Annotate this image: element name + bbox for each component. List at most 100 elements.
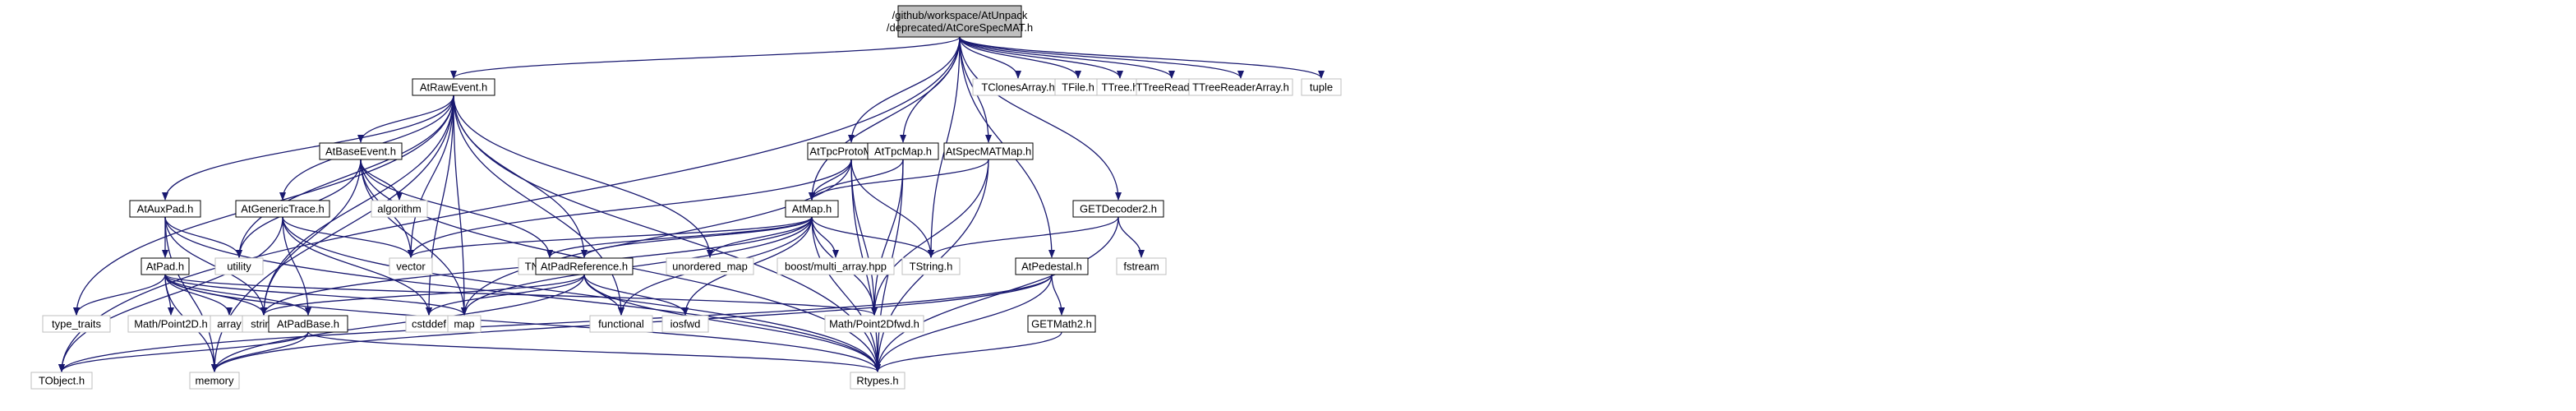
node-atmap-h[interactable]: AtMap.h: [785, 200, 839, 218]
node-box: [214, 257, 264, 275]
node-tstring-h: TString.h: [901, 257, 961, 275]
node-label: TFile.h: [1062, 81, 1094, 94]
edge-atpad-h-to-map: [164, 274, 468, 316]
node-boost-multi-array-hpp: boost/multi_array.hpp: [776, 257, 895, 275]
node-vector: vector: [389, 257, 433, 275]
node-label: iosfwd: [670, 318, 701, 330]
node-label: GETMath2.h: [1031, 318, 1092, 330]
edge-atcorespecmat-h-to-tuple: [959, 36, 1325, 79]
edge-atpad-h-to-math-point2dfwd-h: [164, 274, 878, 316]
edge-attpcmap-h-to-math-point2dfwd-h: [871, 159, 904, 316]
node-label: Math/Point2Dfwd.h: [829, 318, 919, 330]
node-tuple: tuple: [1301, 78, 1342, 96]
node-label: cstddef: [412, 318, 446, 330]
edge-atbaseevent-h-to-string: [260, 159, 362, 316]
node-label: boost/multi_array.hpp: [785, 261, 887, 273]
node-atauxpad-h[interactable]: AtAuxPad.h: [129, 200, 201, 218]
edge-atcorespecmat-h-to-tclonesarray-h: [959, 36, 1021, 79]
node-array: array: [210, 315, 249, 333]
node-rtypes-h: Rtypes.h: [850, 372, 906, 390]
node-label: vector: [396, 261, 426, 273]
node-label: unordered_map: [672, 261, 748, 273]
edge-attpcmap-h-to-atmap-h: [809, 159, 904, 201]
node-box: [371, 200, 428, 218]
edge-atgenerictrace-h-to-cstddef: [282, 216, 432, 316]
node-label: GETDecoder2.h: [1080, 203, 1157, 215]
edge-atmap-h-to-vector: [408, 216, 813, 258]
node-atpadreference-h[interactable]: AtPadReference.h: [535, 257, 634, 275]
edge-atrawevent-h-to-utility: [236, 95, 454, 258]
node-tfile-h: TFile.h: [1054, 78, 1102, 96]
node-getdecoder2-h[interactable]: GETDecoder2.h: [1072, 200, 1164, 218]
edge-attpcprotomap-h-to-map: [461, 159, 852, 316]
edge-atauxpad-h-to-utility: [164, 216, 242, 258]
node-atpadbase-h[interactable]: AtPadBase.h: [268, 315, 348, 333]
node-label: AtPadBase.h: [277, 318, 339, 330]
edge-atgenerictrace-h-to-vector: [282, 216, 414, 258]
node-unordered-map: unordered_map: [666, 257, 754, 275]
node-cstddef: cstddef: [405, 315, 453, 333]
edge-atpad-h-to-rtypes-h: [164, 274, 881, 372]
edge-atrawevent-h-to-atauxpad-h: [162, 95, 454, 201]
node-label: AtGenericTrace.h: [241, 203, 324, 215]
edge-atpadbase-h-to-memory: [211, 331, 309, 372]
node-label: tuple: [1310, 81, 1333, 94]
node-atcorespecmat-h: /github/workspace/AtUnpack/deprecated/At…: [887, 5, 1033, 38]
edge-atpad-h-to-type-traits: [73, 274, 166, 316]
node-label: AtPadReference.h: [541, 261, 628, 273]
edge-atpadreference-h-to-string: [260, 274, 585, 316]
node-box: [897, 5, 1022, 38]
node-atpedestal-h[interactable]: AtPedestal.h: [1015, 257, 1089, 275]
edge-atcorespecmat-h-to-tfile-h: [959, 36, 1081, 79]
edge-atrawevent-h-to-functional: [453, 95, 624, 316]
node-atspecmatmap-h[interactable]: AtSpecMATMap.h: [943, 142, 1034, 160]
node-label: AtMap.h: [792, 203, 832, 215]
node-atgenerictrace-h[interactable]: AtGenericTrace.h: [235, 200, 330, 218]
node-math-point2dfwd-h: Math/Point2Dfwd.h: [824, 315, 924, 333]
edge-atcorespecmat-h-to-tobject-h: [58, 36, 961, 372]
node-box: [901, 257, 961, 275]
node-box: [867, 142, 939, 160]
node-atpad-h[interactable]: AtPad.h: [141, 257, 190, 275]
node-box: [129, 200, 201, 218]
node-attpcmap-h[interactable]: AtTpcMap.h: [867, 142, 939, 160]
node-label: array: [217, 318, 242, 330]
node-label: /deprecated/AtCoreSpecMAT.h: [887, 21, 1033, 34]
edge-getdecoder2-h-to-tstring-h: [928, 216, 1119, 258]
edge-atpedestal-h-to-tobject-h: [58, 274, 1053, 372]
node-label: memory: [196, 375, 234, 387]
node-box: [189, 372, 240, 390]
node-box: [389, 257, 433, 275]
node-label: TClonesArray.h: [981, 81, 1054, 94]
node-iosfwd: iosfwd: [661, 315, 709, 333]
node-box: [1301, 78, 1342, 96]
node-memory: memory: [189, 372, 240, 390]
node-box: [666, 257, 754, 275]
node-box: [776, 257, 895, 275]
node-label: map: [454, 318, 474, 330]
node-getmath2-h[interactable]: GETMath2.h: [1027, 315, 1096, 333]
edge-atmap-h-to-tnamed-h: [546, 216, 813, 258]
node-utility: utility: [214, 257, 264, 275]
node-math-point2d-h: Math/Point2D.h: [127, 315, 214, 333]
node-atrawevent-h[interactable]: AtRawEvent.h: [412, 78, 495, 96]
node-box: [268, 315, 348, 333]
node-label: AtRawEvent.h: [420, 81, 487, 94]
edge-atpadbase-h-to-rtypes-h: [307, 331, 881, 372]
node-tobject-h: TObject.h: [30, 372, 93, 390]
node-functional: functional: [589, 315, 653, 333]
node-atbaseevent-h[interactable]: AtBaseEvent.h: [319, 142, 403, 160]
edge-atpad-h-to-array: [164, 274, 233, 316]
edge-atpadreference-h-to-cstddef: [426, 274, 585, 316]
node-ttree-h: TTree.h: [1096, 78, 1144, 96]
node-box: [824, 315, 924, 333]
edge-atcorespecmat-h-to-ttreereaderarray-h: [959, 36, 1244, 79]
node-box: [535, 257, 634, 275]
node-fstream: fstream: [1116, 257, 1167, 275]
edge-atpadreference-h-to-memory: [211, 274, 585, 372]
edge-atspecmatmap-h-to-atmap-h: [809, 159, 989, 201]
edge-atmap-h-to-rtypes-h: [811, 216, 881, 372]
node-label: AtSpecMATMap.h: [946, 145, 1032, 158]
node-ttreereaderarray-h: TTreeReaderArray.h: [1188, 78, 1293, 96]
node-label: utility: [227, 261, 251, 273]
